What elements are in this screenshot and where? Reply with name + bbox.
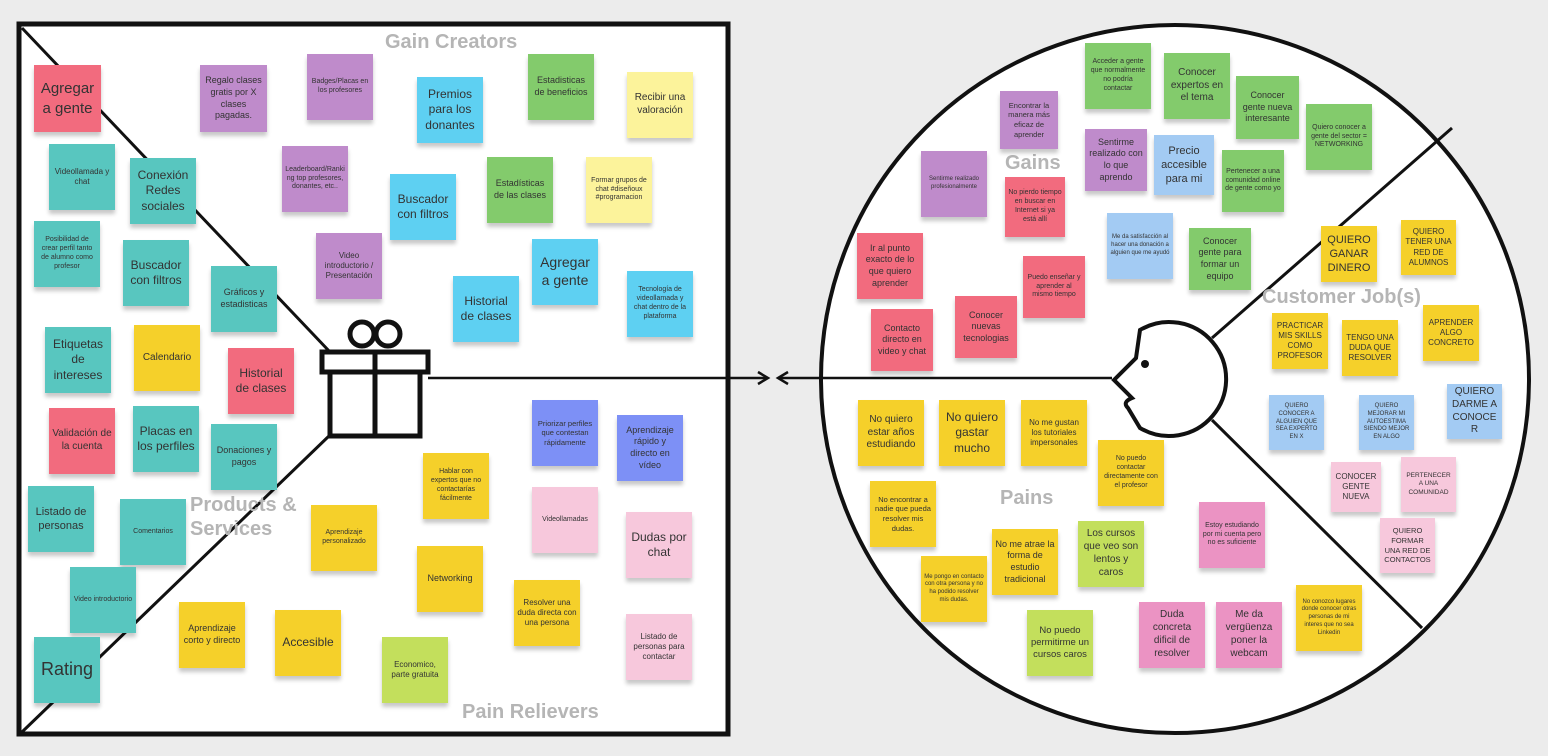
- sticky-note[interactable]: Video introductorio: [70, 567, 136, 633]
- sticky-note[interactable]: Encontrar la manera más eficaz de aprend…: [1000, 91, 1058, 149]
- sticky-note[interactable]: No quiero estar años estudiando: [858, 400, 924, 466]
- sticky-note[interactable]: No encontrar a nadie que pueda resolver …: [870, 481, 936, 547]
- sticky-note[interactable]: Comentarios: [120, 499, 186, 565]
- sticky-note[interactable]: Buscador con filtros: [123, 240, 189, 306]
- sticky-note[interactable]: Sentirme realizado con lo que aprendo: [1085, 129, 1147, 191]
- sticky-note[interactable]: Rating: [34, 637, 100, 703]
- sticky-note[interactable]: Premios para los donantes: [417, 77, 483, 143]
- sticky-note[interactable]: Ir al punto exacto de lo que quiero apre…: [857, 233, 923, 299]
- sticky-note[interactable]: Resolver una duda directa con una person…: [514, 580, 580, 646]
- sticky-note[interactable]: Agregar a gente: [34, 65, 101, 132]
- sticky-note[interactable]: QUIERO MEJORAR MI AUTOESTIMA SIENDO MEJO…: [1359, 395, 1414, 450]
- sticky-note[interactable]: Precio accesible para mi: [1154, 135, 1214, 195]
- sticky-note[interactable]: Validación de la cuenta: [49, 408, 115, 474]
- sticky-note[interactable]: Badges/Placas en los profesores: [307, 54, 373, 120]
- sticky-note[interactable]: PRACTICAR MIS SKILLS COMO PROFESOR: [1272, 313, 1328, 369]
- section-label-pains: Pains: [1000, 487, 1054, 509]
- sticky-note[interactable]: Calendario: [134, 325, 200, 391]
- sticky-note[interactable]: Estoy estudiando por mi cuenta pero no e…: [1199, 502, 1265, 568]
- sticky-note[interactable]: Priorizar perfiles que contestan rápidam…: [532, 400, 598, 466]
- sticky-note[interactable]: Historial de clases: [453, 276, 519, 342]
- sticky-note[interactable]: Tecnología de videollamada y chat dentro…: [627, 271, 693, 337]
- sticky-note[interactable]: Formar grupos de chat #diseñoux #program…: [586, 157, 652, 223]
- sticky-note[interactable]: Aprendizaje rápido y directo en vídeo: [617, 415, 683, 481]
- arrow-right-icon: [428, 370, 771, 386]
- sticky-note[interactable]: CONOCER GENTE NUEVA: [1331, 462, 1381, 512]
- section-label-gain-creators: Gain Creators: [385, 31, 518, 53]
- sticky-note[interactable]: QUIERO FORMAR UNA RED DE CONTACTOS: [1380, 518, 1435, 573]
- sticky-note[interactable]: Puedo enseñar y aprender al mismo tiempo: [1023, 256, 1085, 318]
- sticky-note[interactable]: Me pongo en contacto con otra persona y …: [921, 556, 987, 622]
- sticky-note[interactable]: Pertenecer a una comunidad online de gen…: [1222, 150, 1284, 212]
- sticky-note[interactable]: Placas en los perfiles: [133, 406, 199, 472]
- sticky-note[interactable]: No conozco lugares donde conocer otras p…: [1296, 585, 1362, 651]
- sticky-note[interactable]: Dudas por chat: [626, 512, 692, 578]
- sticky-note[interactable]: No me gustan los tutoriales impersonales: [1021, 400, 1087, 466]
- sticky-note[interactable]: No pierdo tiempo en buscar en Internet s…: [1005, 177, 1065, 237]
- sticky-note[interactable]: Listado de personas para contactar: [626, 614, 692, 680]
- sticky-note[interactable]: No puedo contactar directamente con el p…: [1098, 440, 1164, 506]
- sticky-note[interactable]: Me da satisfacción al hacer una donación…: [1107, 213, 1173, 279]
- sticky-note[interactable]: Recibir una valoración: [627, 72, 693, 138]
- sticky-note[interactable]: Conocer nuevas tecnologias: [955, 296, 1017, 358]
- sticky-note[interactable]: Accesible: [275, 610, 341, 676]
- sticky-note[interactable]: Conocer gente nueva interesante: [1236, 76, 1299, 139]
- sticky-note[interactable]: Video introductorio / Presentación: [316, 233, 382, 299]
- sticky-note[interactable]: Aprendizaje corto y directo: [179, 602, 245, 668]
- sticky-note[interactable]: Quiero conocer a gente del sector = NETW…: [1306, 104, 1372, 170]
- sticky-note[interactable]: Videollamada y chat: [49, 144, 115, 210]
- sticky-note[interactable]: Estadísticas de las clases: [487, 157, 553, 223]
- section-label-gains: Gains: [1005, 152, 1061, 174]
- sticky-note[interactable]: Gráficos y estadisticas: [211, 266, 277, 332]
- sticky-note[interactable]: Agregar a gente: [532, 239, 598, 305]
- section-label-products-services: Products & Services: [190, 494, 297, 540]
- sticky-note[interactable]: Acceder a gente que normalmente no podrí…: [1085, 43, 1151, 109]
- sticky-note[interactable]: Sentirme realizado profesionalmente: [921, 151, 987, 217]
- sticky-note[interactable]: Duda concreta dificil de resolver: [1139, 602, 1205, 668]
- sticky-note[interactable]: QUIERO CONOCER A ALGUIEN QUE SEA EXPERTO…: [1269, 395, 1324, 450]
- section-label-pain-relievers: Pain Relievers: [462, 701, 599, 723]
- sticky-note[interactable]: TENGO UNA DUDA QUE RESOLVER: [1342, 320, 1398, 376]
- sticky-note[interactable]: Networking: [417, 546, 483, 612]
- gift-icon: [319, 319, 431, 439]
- sticky-note[interactable]: Listado de personas: [28, 486, 94, 552]
- arrow-left-icon: [775, 370, 1112, 386]
- sticky-note[interactable]: Economico, parte gratuita: [382, 637, 448, 703]
- sticky-note[interactable]: Videollamadas: [532, 487, 598, 553]
- sticky-note[interactable]: No quiero gastar mucho: [939, 400, 1005, 466]
- sticky-note[interactable]: QUIERO DARME A CONOCER: [1447, 384, 1502, 439]
- sticky-note[interactable]: PERTENECER A UNA COMUNIDAD: [1401, 457, 1456, 512]
- divider-line: [1210, 418, 1424, 630]
- customer-face-icon: [1111, 320, 1229, 438]
- sticky-note[interactable]: Hablar con expertos que no contactarías …: [423, 453, 489, 519]
- section-label-customer-jobs: Customer Job(s): [1262, 286, 1421, 308]
- sticky-note[interactable]: Estadisticas de beneficios: [528, 54, 594, 120]
- sticky-note[interactable]: Contacto directo en video y chat: [871, 309, 933, 371]
- sticky-note[interactable]: Conocer expertos en el tema: [1164, 53, 1230, 119]
- sticky-note[interactable]: Conexión Redes sociales: [130, 158, 196, 224]
- sticky-note[interactable]: Los cursos que veo son lentos y caros: [1078, 521, 1144, 587]
- sticky-note[interactable]: QUIERO TENER UNA RED DE ALUMNOS: [1401, 220, 1456, 275]
- sticky-note[interactable]: No puedo permitirme un cursos caros: [1027, 610, 1093, 676]
- sticky-note[interactable]: Posibilidad de crear perfil tanto de alu…: [34, 221, 100, 287]
- sticky-note[interactable]: QUIERO GANAR DINERO: [1321, 226, 1377, 282]
- sticky-note[interactable]: Historial de clases: [228, 348, 294, 414]
- sticky-note[interactable]: Conocer gente para formar un equipo: [1189, 228, 1251, 290]
- sticky-note[interactable]: Leaderboard/Ranking top profesores, dona…: [282, 146, 348, 212]
- sticky-note[interactable]: Me da vergüenza poner la webcam: [1216, 602, 1282, 668]
- sticky-note[interactable]: Aprendizaje personalizado: [311, 505, 377, 571]
- sticky-note[interactable]: Buscador con filtros: [390, 174, 456, 240]
- sticky-note[interactable]: No me atrae la forma de estudio tradicio…: [992, 529, 1058, 595]
- sticky-note[interactable]: Etiquetas de intereses: [45, 327, 111, 393]
- sticky-note[interactable]: APRENDER ALGO CONCRETO: [1423, 305, 1479, 361]
- sticky-note[interactable]: Regalo clases gratis por X clases pagada…: [200, 65, 267, 132]
- sticky-note[interactable]: Donaciones y pagos: [211, 424, 277, 490]
